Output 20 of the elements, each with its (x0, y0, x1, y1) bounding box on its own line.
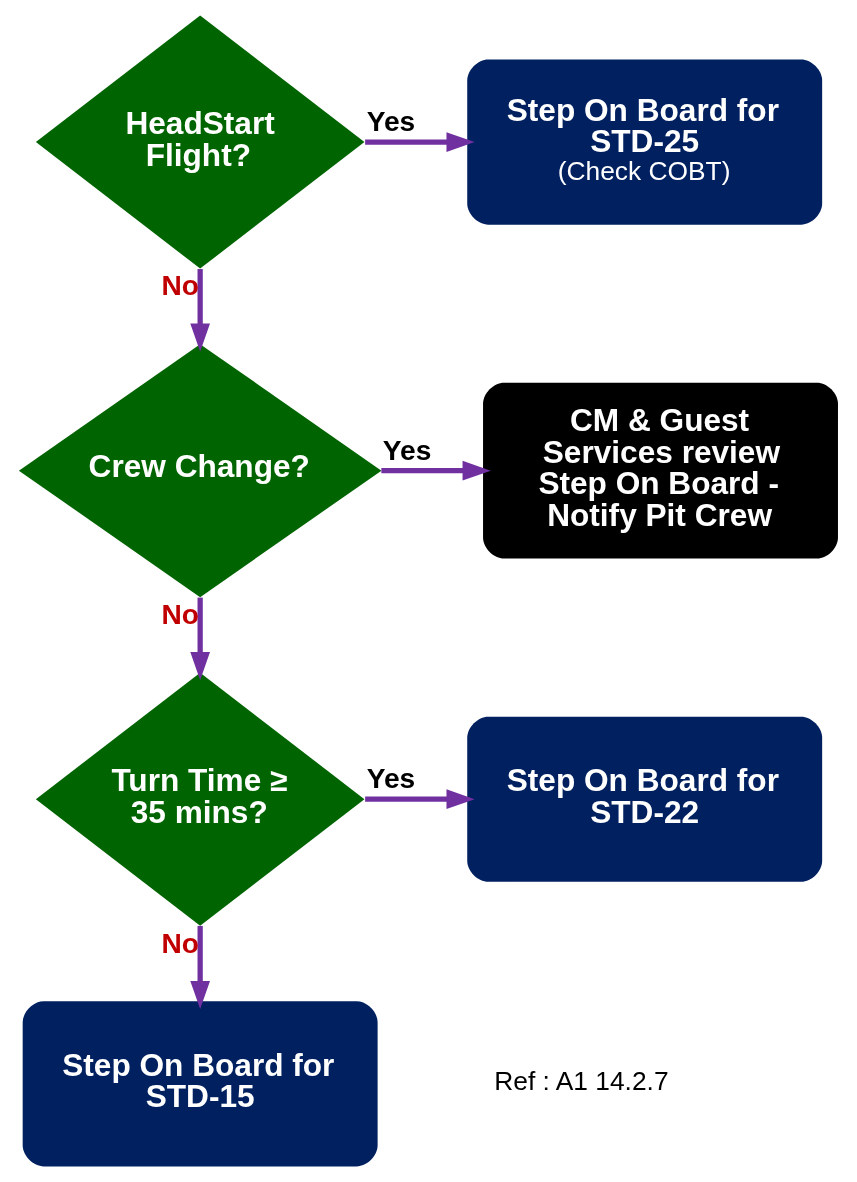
arrow (190, 597, 210, 681)
node-diamond: Turn Time ≥ 35 mins? (35, 672, 365, 926)
arrow (190, 269, 210, 352)
node-box: Step On Board for STD-25 (Check COBT) (467, 59, 823, 225)
edge-label: No (161, 598, 199, 630)
node-diamond: Crew Change? (18, 344, 382, 598)
node-box: Step On Board for STD-15 (22, 1001, 378, 1167)
label: Ref : A1 14.2.7 (494, 1066, 669, 1097)
edge-label: Yes (366, 106, 416, 138)
arrow (365, 789, 475, 810)
edge-label: Yes (382, 434, 432, 466)
arrow (381, 460, 491, 481)
arrow (365, 132, 475, 152)
node-diamond: HeadStart Flight? (35, 15, 365, 269)
node-box: CM & Guest Services review Step On Board - Notify Pit Crew (483, 382, 838, 559)
edge-label: No (161, 270, 199, 302)
edge-label: Yes (366, 763, 416, 795)
node-box: Step On Board for STD-22 (467, 716, 823, 882)
arrow (190, 925, 210, 1010)
edge-label: No (161, 927, 199, 959)
